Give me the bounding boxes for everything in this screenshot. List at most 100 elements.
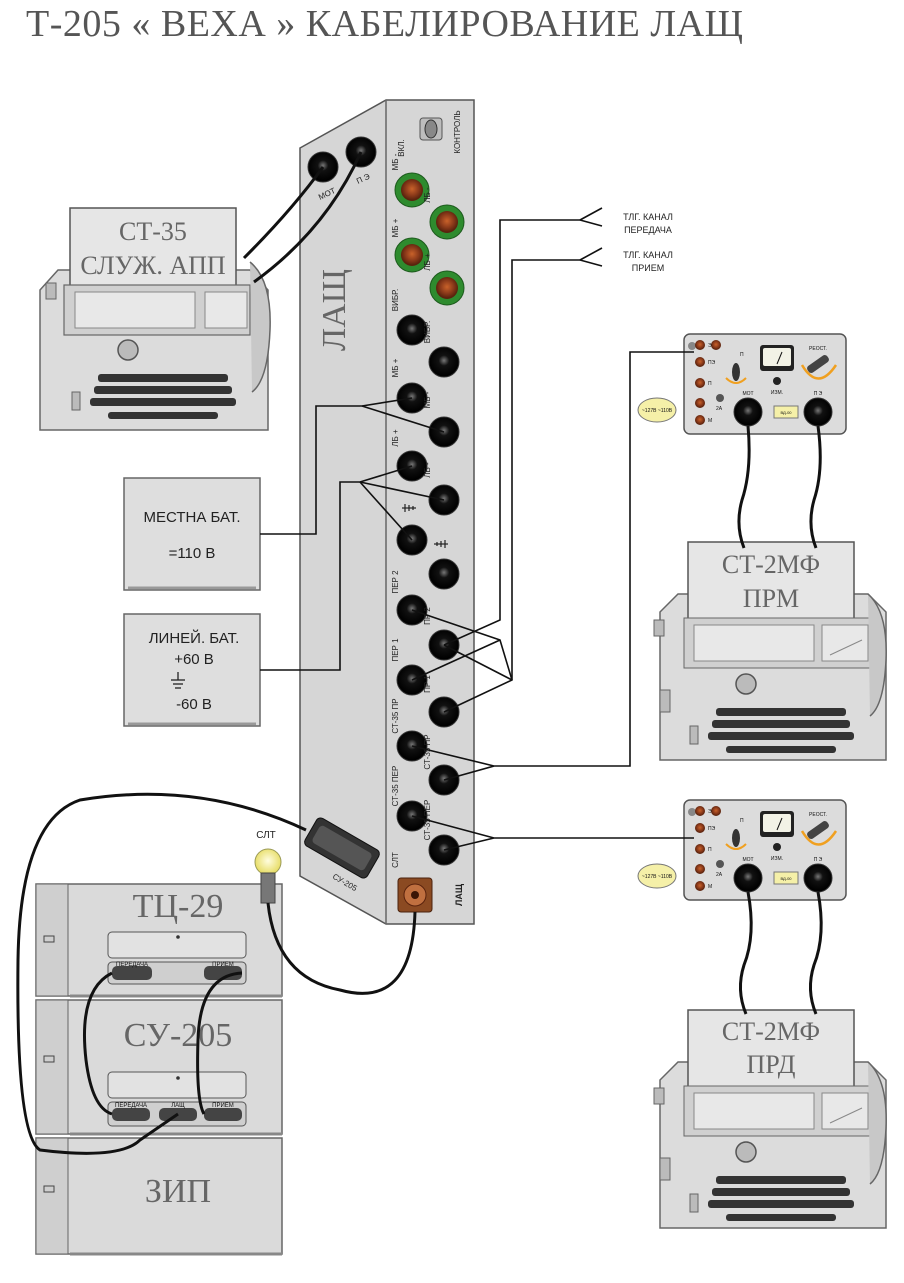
pu-rx-pe: П Э <box>814 391 823 397</box>
local-battery-label: МЕСТНА БАТ. <box>143 509 240 526</box>
lash-label-vibr-left: ВИБР. <box>391 289 400 311</box>
pu-tx-term-p: П <box>708 847 712 853</box>
st2mf-tx-line1: СТ-2МФ <box>722 1017 820 1046</box>
zip-title: ЗИП <box>145 1173 211 1210</box>
lash-name-bottom: ЛАЩ <box>454 883 464 906</box>
power-unit-rx: Э ПЭ П М 2А П ИЗМ. РЕОСТ. ВД-00 МОТ П Э … <box>637 333 847 435</box>
pu-tx-plate: ВД-00 <box>780 876 792 881</box>
fuse-mb-minus <box>394 172 430 208</box>
su205-rx-label: ПРИЕМ <box>212 1103 234 1109</box>
lash-label-mb-plus: МБ + <box>391 358 400 377</box>
pu-rx-p-switch[interactable] <box>725 363 747 384</box>
pu-tx-p-label: П <box>740 818 744 824</box>
pu-rx-term-m: М <box>708 418 712 424</box>
slt-socket <box>397 877 433 913</box>
lash-label-st35-pr-right: СТ-35 ПР <box>423 734 432 769</box>
pu-rx-rheostat[interactable] <box>800 354 838 380</box>
thin-wires <box>260 207 694 851</box>
tc29-rx-label: ПРИЕМ <box>212 962 234 968</box>
pu-rx-plate: ВД-00 <box>780 410 792 415</box>
diagram-title: Т-205 « ВЕХА » КАБЕЛИРОВАНИЕ ЛАЩ <box>26 3 744 45</box>
lash-switch-on-label: ВКЛ. <box>397 139 406 156</box>
st35-service-teleprinter: СТ-35 СЛУЖ. АПП <box>39 207 271 431</box>
st2mf-receiver: СТ-2МФ ПРМ <box>653 541 887 761</box>
lash-label-lb-plus: ЛБ + <box>391 429 400 447</box>
slt-lamp: СЛТ <box>254 830 282 904</box>
pu-rx-izm: ИЗМ. <box>771 390 783 396</box>
lash-name: ЛАЩ <box>316 269 353 351</box>
lash-label-pr1: ПР 1 <box>423 675 432 693</box>
line-battery-minus: -60 В <box>176 696 212 713</box>
lash-label-vibr-right: ВИБР. <box>423 321 432 343</box>
su205-unit: СУ-205 ПЕРЕДАЧА ЛАЩ ПРИЕМ <box>35 999 283 1136</box>
lash-label-st35-per-left: СТ-35 ПЕР <box>391 766 400 807</box>
st35-keyboard <box>90 374 236 419</box>
pu-tx-pe: П Э <box>814 857 823 863</box>
pu-rx-term-p: П <box>708 381 712 387</box>
slt-label: СЛТ <box>256 830 276 841</box>
st2mf-tx-keyboard <box>708 1176 854 1221</box>
lash-label-mb-plus-fuse: МБ + <box>391 218 400 237</box>
pu-tx-fuse: 2А <box>716 872 723 878</box>
st2mf-transmitter: СТ-2МФ ПРД <box>653 1009 887 1229</box>
tc29-title: ТЦ-29 <box>133 888 224 925</box>
st35-label-line1: СТ-35 <box>119 217 187 246</box>
pu-rx-term-e: Э <box>708 343 712 349</box>
ground-icon <box>402 504 448 548</box>
lash-label-mb-minus: МБ - <box>391 153 400 170</box>
line-battery-box: ЛИНЕЙ. БАТ. +60 В -60 В <box>123 613 261 727</box>
pu-tx-izm: ИЗМ. <box>771 856 783 862</box>
pu-tx-rheostat-label: РЕОСТ. <box>809 812 827 818</box>
fuse-mb-plus <box>394 237 430 273</box>
st2mf-rx-line1: СТ-2МФ <box>722 550 820 579</box>
pu-rx-p-label: П <box>740 352 744 358</box>
pu-tx-term-m: М <box>708 884 712 890</box>
su205-handset <box>304 817 380 879</box>
lash-label-st35-pr-left: СТ-35 ПР <box>391 698 400 733</box>
power-unit-tx: Э ПЭ П М 2А П ИЗМ. РЕОСТ. ВД-00 МОТ П Э … <box>637 799 847 901</box>
pu-tx-rheostat[interactable] <box>800 820 838 846</box>
st2mf-rx-keyboard <box>708 708 854 753</box>
zip-unit: ЗИП <box>35 1137 283 1256</box>
lash-label-per1: ПЕР 1 <box>391 638 400 662</box>
pu-rx-rheostat-label: РЕОСТ. <box>809 346 827 352</box>
channel-rx-line1: ТЛГ. КАНАЛ <box>623 250 673 260</box>
pu-rx-mot: МОТ <box>742 391 753 397</box>
channel-labels: ТЛГ. КАНАЛ ПЕРЕДАЧА ТЛГ. КАНАЛ ПРИЕМ <box>623 212 673 273</box>
channel-tx-line2: ПЕРЕДАЧА <box>624 225 672 235</box>
lash-label-lb-minus-fuse: ЛБ - <box>423 187 432 203</box>
lash-label-per2: ПЕР 2 <box>391 570 400 594</box>
su205-tx-label: ПЕРЕДАЧА <box>115 1103 147 1109</box>
local-battery-voltage: =110 В <box>169 545 216 562</box>
lash-label-lb-minus: ЛБ - <box>423 462 432 478</box>
lash-label-lb-plus-fuse: ЛБ + <box>423 253 432 271</box>
pu-tx-term-pe: ПЭ <box>708 826 716 832</box>
st35-label-line2: СЛУЖ. АПП <box>80 251 226 280</box>
su205-lash-label: ЛАЩ <box>171 1103 185 1109</box>
lash-switch-control-label: КОНТРОЛЬ <box>453 110 462 153</box>
lash-label-slt: СЛТ <box>391 852 400 868</box>
su205-title: СУ-205 <box>124 1017 233 1054</box>
pu-tx-voltage: ~127В ~110В <box>642 874 673 880</box>
channel-tx-line1: ТЛГ. КАНАЛ <box>623 212 673 222</box>
pu-tx-p-switch[interactable] <box>725 829 747 850</box>
pu-rx-fuse: 2А <box>716 406 723 412</box>
pu-rx-term-pe: ПЭ <box>708 360 716 366</box>
lash-panel: ЛАЩ МОТ П Э ВКЛ. КОНТРОЛЬ <box>299 99 475 925</box>
channel-rx-line2: ПРИЕМ <box>632 263 664 273</box>
thick-cables <box>16 151 823 1155</box>
pu-rx-voltage: ~127В ~110В <box>642 408 673 414</box>
line-battery-label: ЛИНЕЙ. БАТ. <box>149 629 240 647</box>
tc29-tx-label: ПЕРЕДАЧА <box>116 962 148 968</box>
lash-power-toggle[interactable] <box>419 117 443 141</box>
lash-label-mb-minus-socket: МБ - <box>423 391 432 408</box>
st2mf-rx-line2: ПРМ <box>743 584 799 613</box>
line-battery-plus: +60 В <box>174 651 214 668</box>
ground-icon <box>171 672 185 689</box>
pu-tx-mot: МОТ <box>742 857 753 863</box>
tc29-unit: ТЦ-29 ПЕРЕДАЧА ПРИЕМ <box>35 883 283 998</box>
fuse-lb-plus <box>429 270 465 306</box>
pu-tx-term-e: Э <box>708 809 712 815</box>
st2mf-tx-line2: ПРД <box>746 1050 795 1079</box>
